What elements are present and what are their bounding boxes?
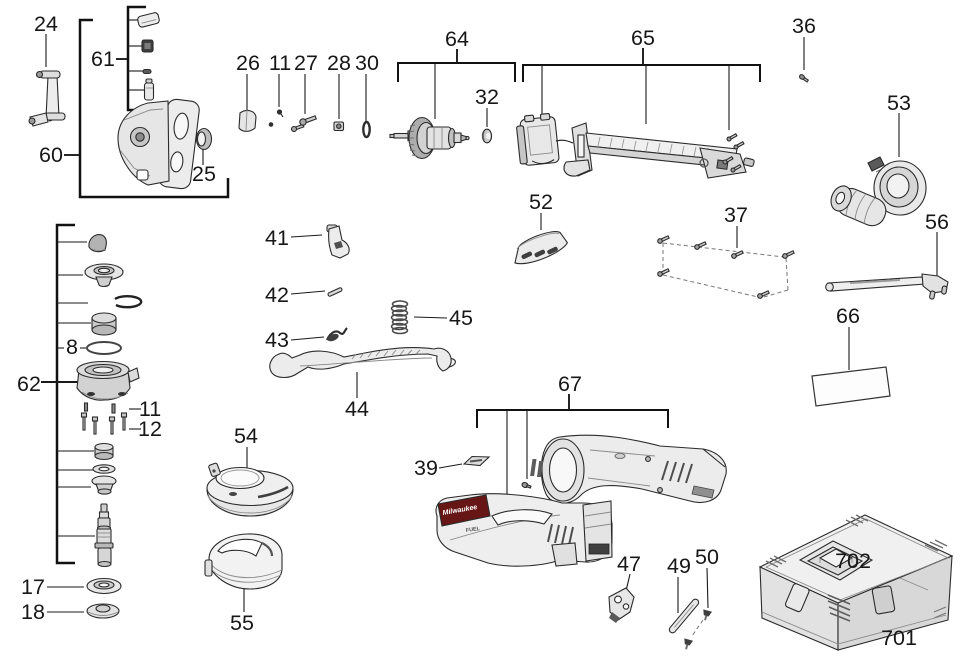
- callout-44: 44: [345, 397, 369, 421]
- part-65-stator: [516, 112, 560, 166]
- callout-11a: 11: [269, 51, 291, 75]
- callout-52: 52: [529, 190, 553, 214]
- part-8-oring: [86, 341, 122, 355]
- part-11-fasteners: [83, 392, 126, 414]
- callout-62: 62: [17, 372, 41, 396]
- part-41-lock-button: [326, 224, 350, 259]
- part-18-flange-nut: [86, 603, 120, 619]
- callout-27: 27: [294, 51, 318, 75]
- bracket-60: [78, 18, 230, 199]
- part-55-guard: [204, 533, 283, 590]
- part-62-bearing-lower: [94, 442, 114, 461]
- callout-37: 37: [724, 203, 748, 227]
- part-26-cap: [238, 109, 257, 132]
- part-62-washer: [92, 464, 116, 474]
- part-54-guard: [206, 462, 294, 517]
- part-49-strip: [668, 598, 700, 634]
- part-62-retaining-ring: [114, 295, 143, 309]
- part-28-nut: [333, 121, 345, 132]
- part-36-screw: [799, 74, 810, 83]
- callout-42: 42: [265, 283, 289, 307]
- part-12-screws: [80, 412, 128, 435]
- callout-66: 66: [836, 304, 860, 328]
- fuel-logo-text: FUEL: [465, 526, 481, 534]
- callout-41: 41: [265, 226, 289, 250]
- part-47-bracket: [608, 587, 635, 623]
- part-42-pin: [327, 287, 343, 297]
- callout-24: 24: [34, 12, 58, 36]
- part-43-spring-clip: [325, 327, 348, 342]
- part-62-flange-washer: [84, 263, 124, 288]
- callout-64: 64: [445, 27, 469, 51]
- callout-60: 60: [39, 143, 63, 167]
- callout-701: 701: [881, 626, 917, 650]
- callout-65: 65: [631, 26, 655, 50]
- part-62-cap: [88, 234, 107, 253]
- callout-67: 67: [558, 372, 582, 396]
- part-61-tube: [143, 78, 155, 101]
- part-45-spring: [390, 300, 409, 335]
- callout-28: 28: [327, 51, 351, 75]
- part-65-screws: [722, 132, 745, 173]
- callout-54: 54: [234, 424, 258, 448]
- part-60-gearcase: [117, 98, 200, 190]
- part-60-plug: [136, 169, 149, 181]
- part-56-wrench: [825, 273, 949, 300]
- part-66-label: [811, 366, 891, 407]
- part-62-spacer: [91, 475, 117, 495]
- part-32-bearing: [481, 128, 493, 144]
- callout-50: 50: [695, 545, 719, 569]
- callout-11b: 11: [139, 397, 161, 421]
- part-27-screws: [290, 115, 317, 133]
- part-39-clip: [462, 455, 491, 467]
- callout-55: 55: [230, 611, 254, 635]
- callout-12: 12: [138, 417, 162, 441]
- callout-49: 49: [667, 554, 691, 578]
- callout-36: 36: [792, 14, 816, 38]
- part-11-pins-top: [268, 109, 284, 127]
- callout-45: 45: [449, 306, 473, 330]
- callout-25: 25: [192, 162, 216, 186]
- callout-17: 17: [21, 575, 45, 599]
- part-64-armature: [389, 116, 470, 160]
- part-61-button: [137, 12, 160, 28]
- part-702-insert: [798, 540, 874, 581]
- part-17-flange: [86, 577, 122, 595]
- part-61-pin: [142, 68, 152, 75]
- callout-18: 18: [21, 600, 45, 624]
- part-61-nut: [141, 39, 154, 53]
- part-50-screws: [684, 609, 712, 650]
- part-53-side-handle: [830, 156, 927, 227]
- callout-53: 53: [887, 91, 911, 115]
- part-37-screw-set: [657, 235, 795, 299]
- part-25-sleeve: [195, 127, 213, 151]
- bracket-67: [476, 409, 669, 428]
- part-67-housing-top: [530, 434, 727, 504]
- callout-43: 43: [265, 328, 289, 352]
- callout-47: 47: [617, 552, 641, 576]
- part-67-housing-bottom: Milwaukee FUEL: [435, 493, 613, 567]
- callout-702: 702: [835, 549, 871, 573]
- callout-32: 32: [475, 85, 499, 109]
- part-62-bearing-upper: [91, 312, 117, 336]
- part-62-gearcase-cover: [76, 360, 140, 401]
- callout-61: 61: [91, 47, 115, 71]
- part-67-screw: [521, 481, 532, 489]
- part-30-oring: [362, 120, 371, 139]
- callout-8: 8: [66, 335, 78, 359]
- callout-26: 26: [236, 51, 260, 75]
- callout-39: 39: [414, 456, 438, 480]
- bracket-62: [55, 223, 75, 565]
- leader-lines: [41, 19, 938, 630]
- part-62-spindle: [94, 503, 114, 568]
- part-24-bracket: [28, 70, 66, 127]
- part-44-paddle-lever: [269, 347, 456, 379]
- bracket-65: [522, 64, 761, 82]
- part-52-slider: [514, 231, 569, 265]
- callout-30: 30: [355, 51, 379, 75]
- callout-56: 56: [925, 210, 949, 234]
